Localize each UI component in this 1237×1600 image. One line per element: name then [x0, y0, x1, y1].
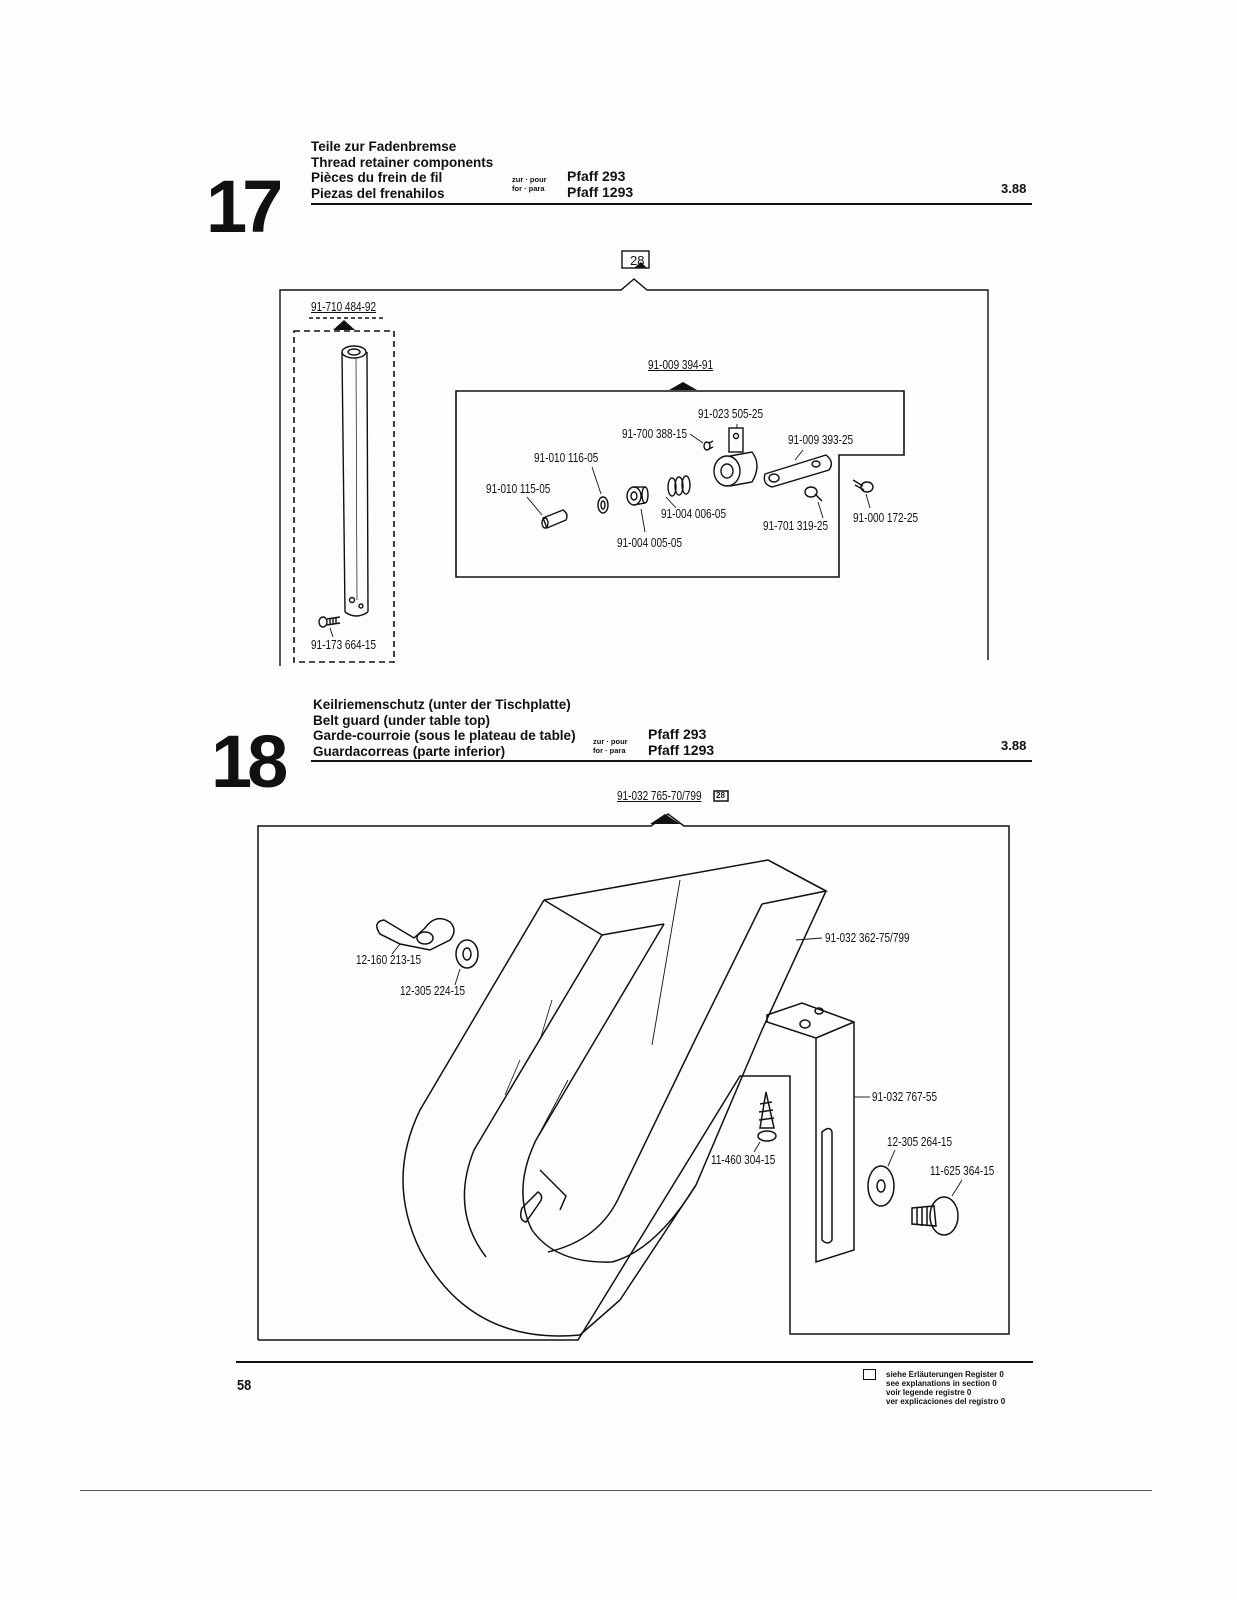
part-91-032-362-75-799: 91-032 362-75/799: [825, 931, 910, 945]
assembly-arrow: [650, 814, 680, 824]
belt-guard: [543, 859, 829, 905]
section-number-18: 18: [211, 720, 288, 803]
header-rule: [311, 760, 1032, 762]
legend-de: siehe Erläuterungen Register 0: [886, 1370, 1004, 1379]
model-1: Pfaff 293: [567, 168, 626, 184]
part-91-701-319-25: 91-701 319-25: [763, 519, 829, 533]
part-12-160-213-15: 12-160 213-15: [356, 953, 422, 967]
part-91-010-115-05: 91-010 115-05: [486, 482, 551, 496]
title-fr: Pièces du frein de fil: [311, 170, 443, 185]
for-label-line1: zur · pour: [512, 175, 547, 184]
version: 3.88: [1001, 738, 1027, 753]
title-en: Belt guard (under table top): [313, 712, 490, 728]
part-91-700-388-15: 91-700 388-15: [622, 427, 688, 441]
ref-notch: [634, 262, 647, 268]
guard-frame: [257, 813, 1010, 1341]
part-91-710-484-92: 91-710 484-92: [311, 300, 377, 314]
model-1: Pfaff 293: [648, 726, 707, 742]
page-number: 58: [237, 1377, 252, 1394]
legend-es: ver explicaciones del registro 0: [886, 1397, 1006, 1406]
models: Pfaff 293 Pfaff 1293: [648, 726, 714, 758]
title-de: Keilriemenschutz (unter der Tischplatte): [313, 697, 571, 712]
ref-box-label: 28: [630, 253, 645, 268]
part-91-173-664-15: 91-173 664-15: [311, 638, 377, 652]
part-91-004-005-05: 91-004 005-05: [617, 536, 683, 550]
for-label-line2: for · para: [593, 745, 626, 755]
scan-edge-line: [80, 1490, 1152, 1491]
part-91-032-767-55: 91-032 767-55: [872, 1090, 938, 1104]
part-91-004-006-05: 91-004 006-05: [661, 507, 727, 521]
for-label-line2: for · para: [512, 183, 545, 193]
part-12-305-224-15: 12-305 224-15: [400, 984, 466, 998]
bracket: [766, 1002, 855, 1264]
title-es: Guardacorreas (parte inferior): [313, 743, 506, 759]
legend-en: see explanations in section 0: [886, 1379, 997, 1388]
models: Pfaff 293 Pfaff 1293: [567, 168, 633, 200]
assembly-ref-box: 28: [716, 791, 725, 800]
header-rule: [311, 203, 1032, 205]
part-12-305-264-15: 12-305 264-15: [887, 1135, 953, 1149]
legend-fr: voir legende registre 0: [886, 1388, 972, 1397]
part-91-009-394-91: 91-009 394-91: [648, 358, 714, 372]
title-es: Piezas del frenahilos: [311, 185, 445, 201]
for-label: zur · pour for · para: [593, 737, 628, 755]
version: 3.88: [1001, 181, 1027, 196]
section-number-17: 17: [206, 165, 283, 248]
model-2: Pfaff 1293: [567, 184, 634, 200]
footer-rule: [236, 1361, 1033, 1363]
outer-frame: [279, 278, 989, 666]
part-11-460-304-15: 11-460 304-15: [711, 1153, 776, 1167]
retainer-frame: [455, 390, 905, 578]
dashed-assembly-box: [293, 330, 395, 663]
for-label: zur · pour for · para: [512, 175, 547, 193]
part-91-010-116-05: 91-010 116-05: [534, 451, 599, 465]
part-91-032-765-70-799: 91-032 765-70/799: [617, 789, 702, 803]
legend: siehe Erläuterungen Register 0 see expla…: [886, 1370, 1005, 1406]
legend-box-icon: [863, 1369, 876, 1380]
part-91-009-393-25: 91-009 393-25: [788, 433, 854, 447]
part-91-000-172-25: 91-000 172-25: [853, 511, 919, 525]
title-fr: Garde-courroie (sous le plateau de table…: [313, 728, 576, 743]
section-18-titles: Keilriemenschutz (unter der Tischplatte)…: [313, 697, 576, 759]
retainer-arrow: [669, 382, 697, 390]
part-91-023-505-25: 91-023 505-25: [698, 407, 764, 421]
section-17-titles: Teile zur Fadenbremse Thread retainer co…: [311, 139, 493, 201]
title-de: Teile zur Fadenbremse: [311, 139, 457, 154]
title-en: Thread retainer components: [311, 154, 494, 170]
model-2: Pfaff 1293: [648, 742, 715, 758]
part-11-625-364-15: 11-625 364-15: [930, 1164, 995, 1178]
assembly-arrow: [333, 320, 355, 330]
for-label-line1: zur · pour: [593, 737, 628, 746]
